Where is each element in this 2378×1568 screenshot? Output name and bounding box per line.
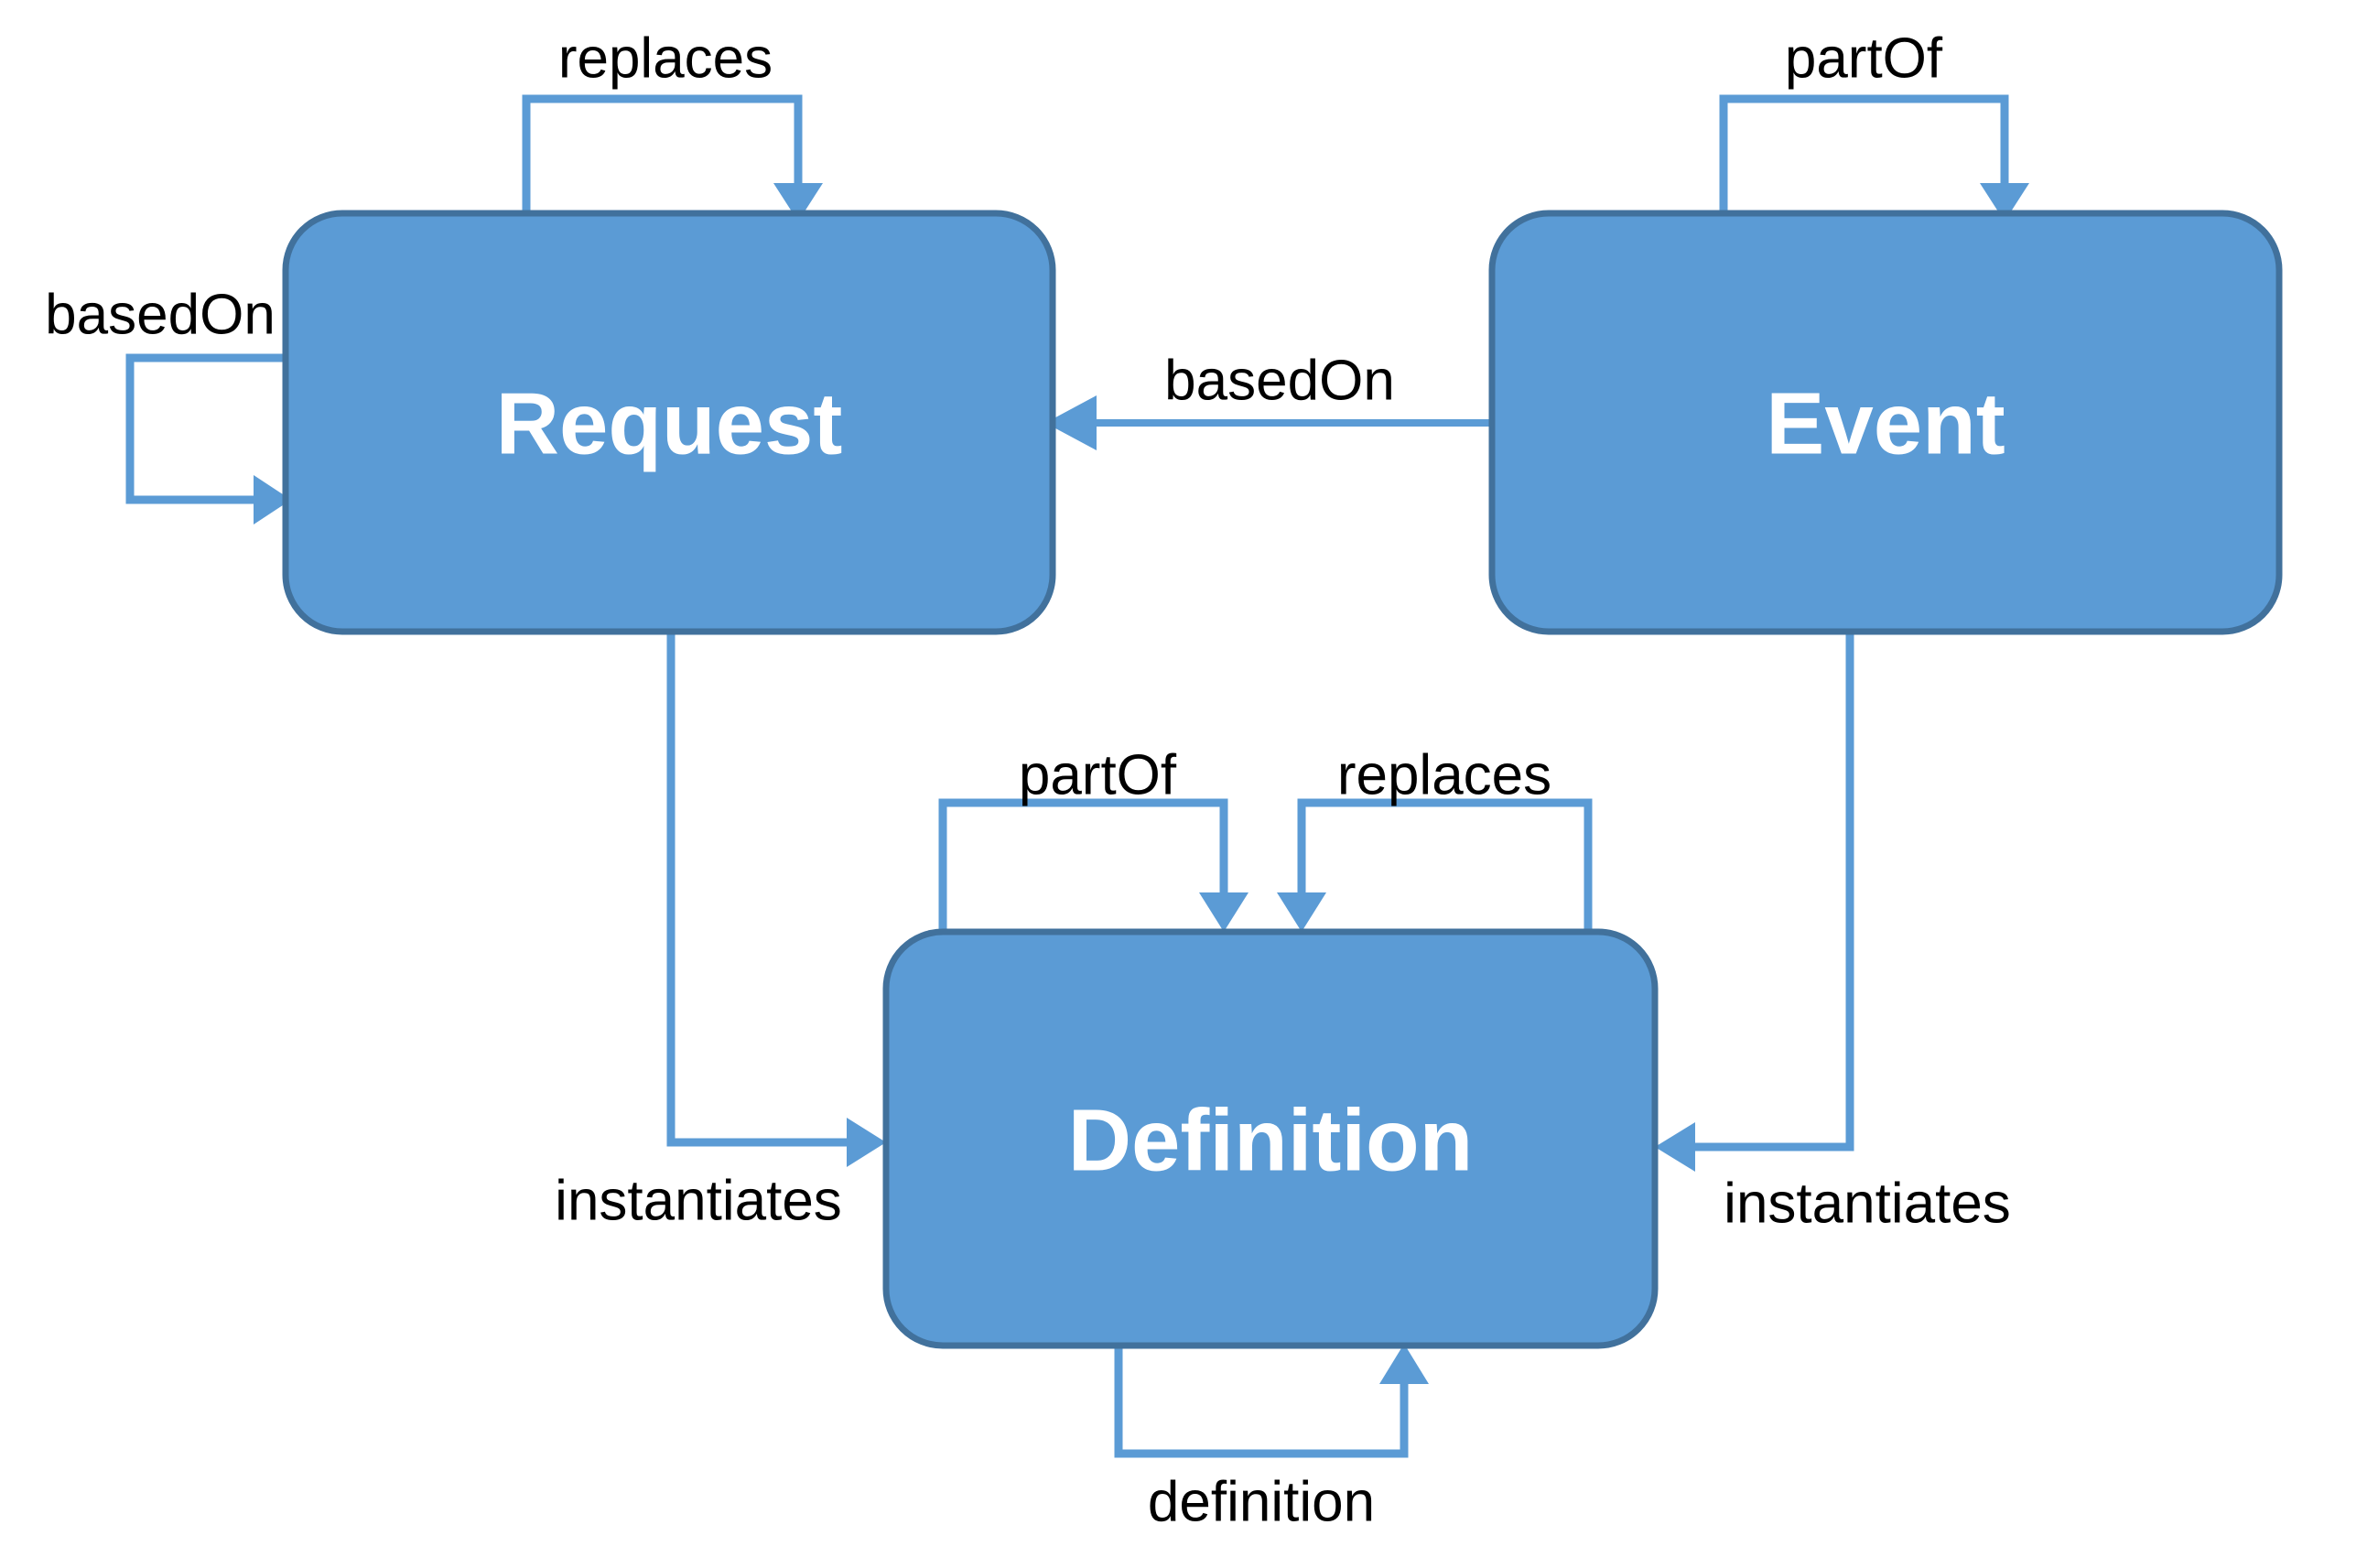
edge-label-request-instantiates: instantiates bbox=[555, 1169, 842, 1232]
arrowhead-icon bbox=[773, 183, 823, 222]
node-event-shape bbox=[1488, 210, 2283, 635]
edge-definition-replaces-self[interactable] bbox=[1277, 798, 1593, 932]
node-event-label: Event bbox=[1766, 374, 2005, 472]
edge-path bbox=[1114, 1346, 1409, 1458]
edge-event-partof-self[interactable] bbox=[1719, 94, 2029, 222]
edge-label-definition-replaces: replaces bbox=[1337, 743, 1551, 806]
edge-path bbox=[522, 94, 803, 213]
edge-path bbox=[666, 632, 847, 1147]
edge-label-event-basedon-request: basedOn bbox=[1164, 349, 1395, 412]
edge-label-event-instantiates: instantiates bbox=[1724, 1172, 2011, 1235]
edge-path bbox=[938, 798, 1228, 932]
edge-request-basedon-self[interactable] bbox=[125, 353, 291, 524]
arrowhead-icon bbox=[1277, 892, 1326, 932]
arrowhead-icon bbox=[1199, 892, 1248, 932]
node-definition-shape bbox=[882, 928, 1659, 1349]
node-definition[interactable]: Definition bbox=[882, 928, 1659, 1349]
edge-event-basedon-request[interactable] bbox=[1045, 395, 1492, 450]
edge-request-replaces-self[interactable] bbox=[522, 94, 823, 222]
node-event[interactable]: Event bbox=[1488, 210, 2283, 635]
edge-label-request-replaces: replaces bbox=[558, 27, 773, 90]
edge-label-definition-definition: definition bbox=[1148, 1470, 1375, 1533]
nodes-layer: Request Event Definition bbox=[282, 210, 2283, 1349]
edge-labels-layer: replaces basedOn partOf basedOn instanti… bbox=[45, 27, 2011, 1533]
edge-definition-definition-self[interactable] bbox=[1114, 1344, 1429, 1458]
node-request-shape bbox=[282, 210, 1056, 635]
edge-path bbox=[1297, 798, 1593, 932]
node-request[interactable]: Request bbox=[282, 210, 1056, 635]
edge-path bbox=[1719, 94, 2009, 213]
edge-path bbox=[1695, 632, 1854, 1152]
edge-label-event-partof: partOf bbox=[1785, 27, 1943, 90]
edge-label-request-basedon: basedOn bbox=[45, 283, 276, 346]
node-definition-label: Definition bbox=[1068, 1091, 1474, 1189]
arrowhead-icon bbox=[254, 475, 291, 524]
arrowhead-icon bbox=[847, 1118, 886, 1167]
edge-path bbox=[125, 353, 286, 504]
arrowhead-icon bbox=[1980, 183, 2029, 222]
edge-definition-partof-self[interactable] bbox=[938, 798, 1248, 932]
edges-layer bbox=[125, 94, 2029, 1458]
arrowhead-icon bbox=[1379, 1344, 1429, 1384]
node-request-label: Request bbox=[496, 374, 843, 472]
edge-event-instantiates-definition[interactable] bbox=[1655, 632, 1854, 1172]
edge-label-definition-partof: partOf bbox=[1019, 743, 1177, 806]
edge-request-instantiates-definition[interactable] bbox=[666, 632, 886, 1167]
arrowhead-icon bbox=[1655, 1122, 1695, 1172]
arrowhead-icon bbox=[1045, 395, 1097, 450]
